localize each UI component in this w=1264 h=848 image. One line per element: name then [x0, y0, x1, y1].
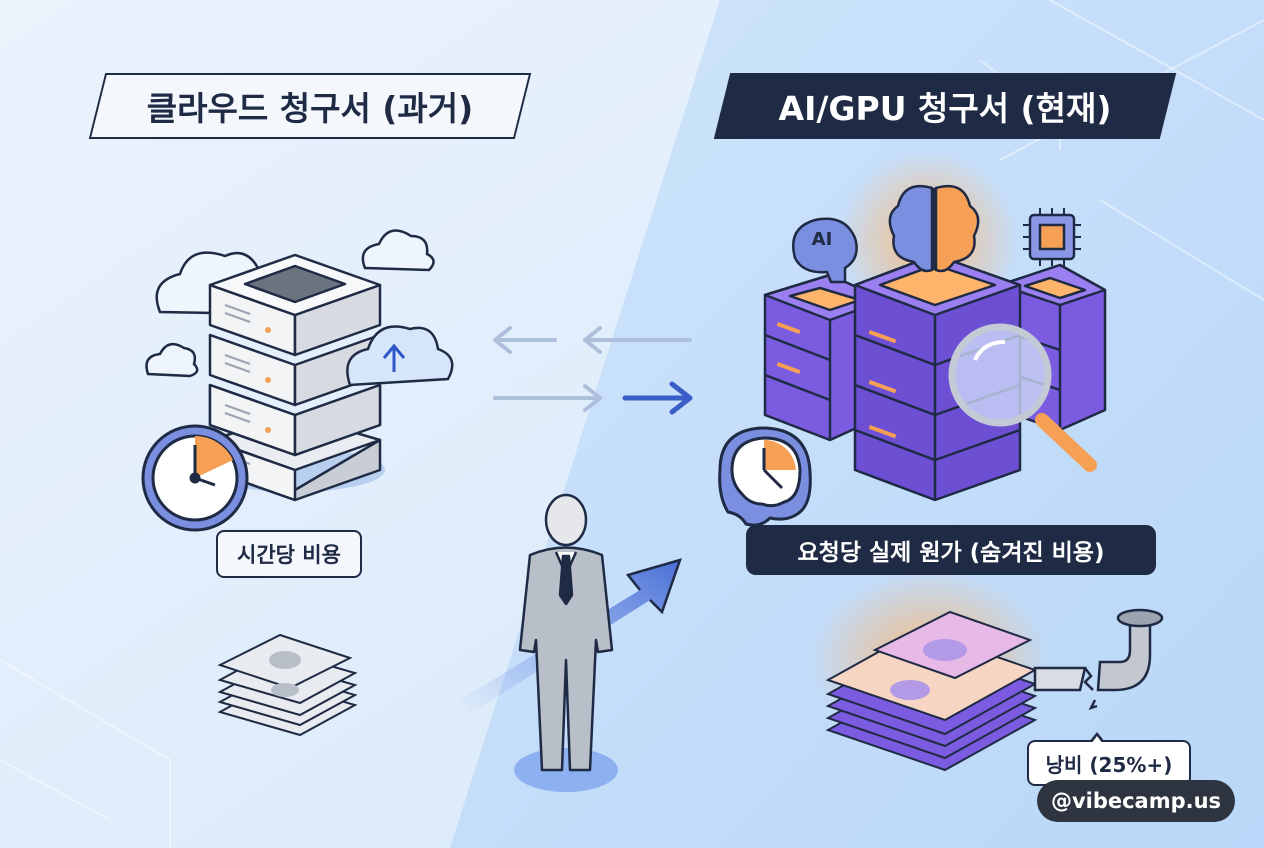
leaking-pipe-icon: [1033, 608, 1164, 711]
businessman-figure: [514, 493, 618, 792]
right-title-banner: AI/GPU 청구서 (현재): [713, 73, 1177, 139]
cloud-upload-icon: [346, 325, 454, 387]
chip-icon: [1023, 208, 1081, 266]
melting-clock-icon: [718, 426, 812, 527]
hidden-cost-label: 요청당 실제 원가 (숨겨진 비용): [746, 525, 1156, 575]
left-title-banner: 클라우드 청구서 (과거): [88, 73, 532, 139]
ai-head-icon: AI: [792, 217, 858, 284]
magnifier-icon: [948, 323, 1097, 472]
right-title: AI/GPU 청구서 (현재): [778, 89, 1112, 128]
server-rack-icon: [205, 253, 385, 502]
brain-icon: [888, 184, 980, 273]
arrows-icon: [493, 326, 693, 415]
ai-chip-text: AI: [812, 229, 833, 250]
watermark-badge: @vibecamp.us: [1037, 780, 1235, 822]
clock-icon: [141, 424, 249, 532]
hourly-cost-label: 시간당 비용: [216, 530, 362, 578]
money-stack-icon: [217, 633, 358, 737]
money-stack-purple-icon: [825, 610, 1038, 772]
left-title: 클라우드 청구서 (과거): [146, 89, 474, 128]
